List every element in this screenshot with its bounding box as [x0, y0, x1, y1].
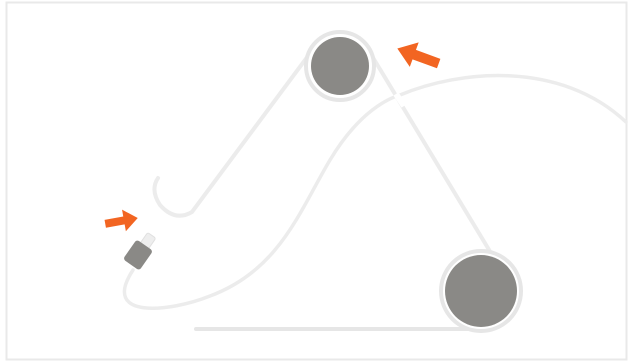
arrow-icon	[104, 209, 138, 232]
arrow-pointing-to-connector	[104, 209, 138, 232]
belt-left-segment	[152, 54, 310, 218]
usb-connector	[124, 232, 156, 270]
cable	[122, 73, 628, 310]
top-pulley	[304, 30, 376, 102]
arrow-pointing-to-crossing	[397, 42, 441, 69]
arrow-icon	[397, 42, 441, 69]
top-pulley-hub	[311, 37, 369, 95]
connector-body	[124, 240, 152, 270]
bottom-pulley-hub	[445, 255, 517, 327]
frame-border	[5, 1, 628, 361]
belt-right-segment	[370, 54, 502, 270]
bottom-pulley	[439, 249, 523, 333]
cable-crossing-gap	[393, 92, 407, 108]
